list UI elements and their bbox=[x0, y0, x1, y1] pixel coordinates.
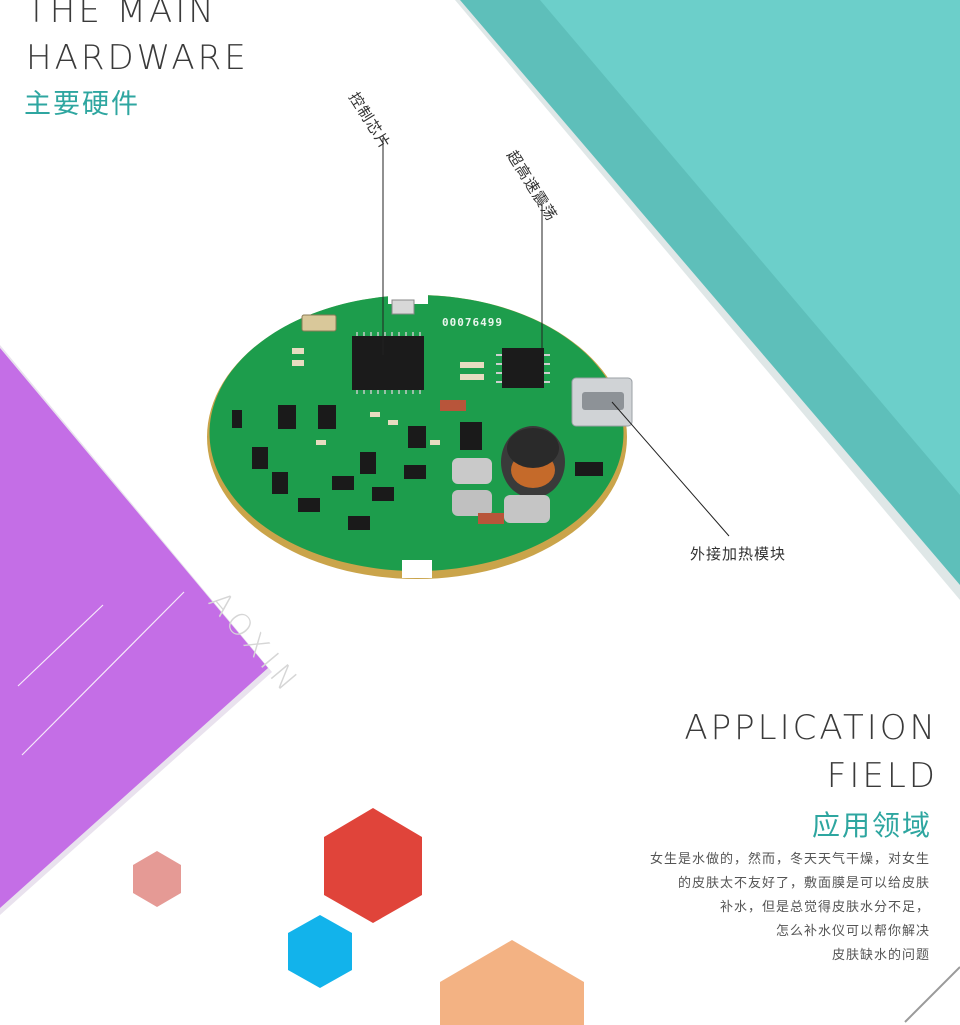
red-hexagon bbox=[324, 808, 422, 923]
corner-line bbox=[904, 966, 960, 1023]
pink-hexagon bbox=[133, 851, 181, 907]
description-line-3: 补水，但是总觉得皮肤水分不足， bbox=[719, 900, 930, 915]
pcb-solder-1 bbox=[452, 458, 492, 484]
pcb-diode-1 bbox=[440, 400, 466, 411]
application-description: 女生是水做的，然而，冬天天气干燥，对女生 的皮肤太不友好了，敷面膜是可以给皮肤 … bbox=[650, 848, 930, 968]
purple-triangle bbox=[0, 348, 268, 908]
pcb-small-chip bbox=[391, 299, 415, 315]
heating-callout: 外接加热模块 bbox=[690, 545, 787, 563]
pcb-passives bbox=[292, 348, 484, 445]
blue-hexagon bbox=[288, 915, 352, 988]
hardware-title-line1: THE MAIN bbox=[26, 0, 217, 31]
pcb-solder-2 bbox=[452, 490, 492, 516]
application-title-line1: APPLICATION bbox=[684, 708, 938, 748]
pcb-chip-pins bbox=[356, 332, 421, 394]
hardware-title-cn: 主要硬件 bbox=[24, 89, 140, 120]
pcb-solder-3 bbox=[504, 495, 550, 523]
pcb-crystal bbox=[301, 314, 337, 332]
purple-line-1 bbox=[17, 604, 104, 687]
purple-line-2 bbox=[21, 591, 185, 756]
hardware-title-line2: HARDWARE bbox=[26, 38, 249, 78]
description-line-4: 怎么补水仪可以帮你解决 bbox=[775, 924, 930, 939]
pcb-inductor-top bbox=[507, 428, 559, 468]
pcb-control-chip bbox=[352, 336, 424, 390]
pcb-oscillator-chip bbox=[502, 348, 544, 388]
pcb-serial: 00076499 bbox=[442, 316, 503, 329]
orange-hexagon bbox=[440, 940, 584, 1025]
application-title-cn: 应用领域 bbox=[811, 809, 932, 842]
pcb-diode-2 bbox=[478, 513, 504, 524]
teal-band-light bbox=[540, 0, 960, 495]
pcb-osc-pins bbox=[496, 354, 550, 383]
description-line-1: 女生是水做的，然而，冬天天气干燥，对女生 bbox=[649, 852, 930, 867]
pcb-notch-bottom bbox=[402, 560, 432, 578]
application-title: APPLICATION FIELD bbox=[684, 704, 938, 800]
hardware-title: THE MAIN HARDWARE bbox=[26, 0, 249, 82]
description-line-2: 的皮肤太不友好了，敷面膜是可以给皮肤 bbox=[677, 876, 930, 891]
heating-leader-line bbox=[611, 401, 730, 537]
pcb-small-components bbox=[232, 405, 603, 530]
pcb-usb-opening bbox=[582, 392, 624, 410]
application-title-line2: FIELD bbox=[826, 756, 938, 796]
description-line-5: 皮肤缺水的问题 bbox=[831, 948, 930, 963]
